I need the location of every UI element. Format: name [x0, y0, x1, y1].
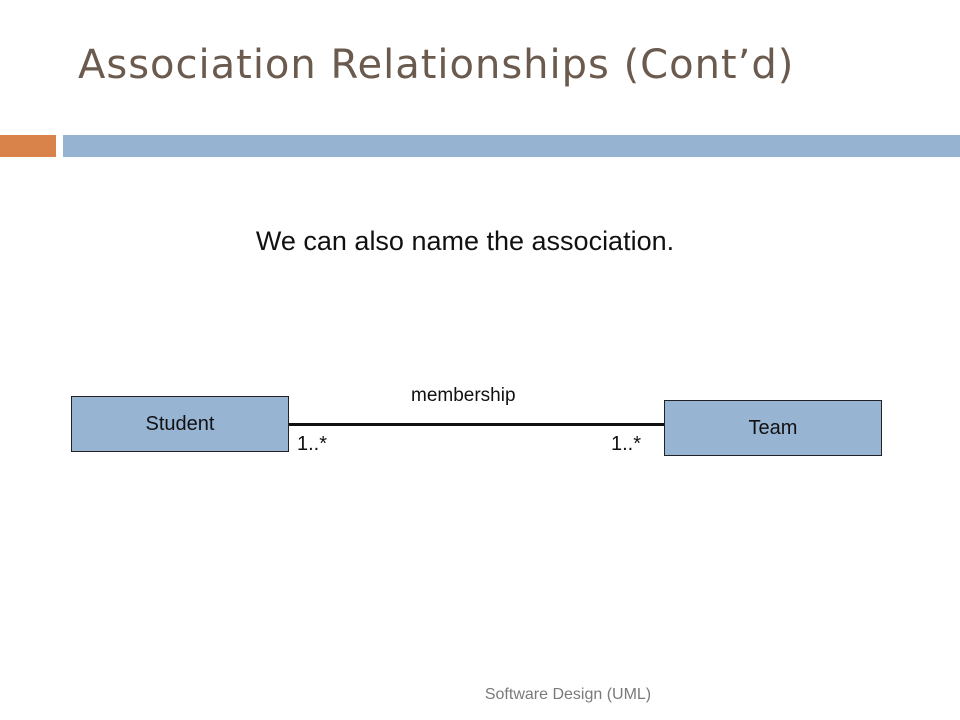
title-accent-bar — [0, 135, 56, 157]
slide-subtitle: We can also name the association. — [255, 226, 675, 256]
multiplicity-student: 1..* — [297, 433, 328, 455]
association-name: membership — [411, 385, 516, 406]
slide-title: Association Relationships (Cont’d) — [78, 42, 795, 88]
slide-footer: Software Design (UML) — [484, 686, 652, 703]
association-line — [289, 423, 664, 426]
uml-class-student-label: Student — [145, 412, 215, 435]
uml-class-student: Student — [71, 396, 289, 452]
title-divider-bar — [63, 135, 960, 157]
uml-class-team: Team — [664, 400, 882, 456]
multiplicity-team: 1..* — [611, 433, 642, 455]
uml-class-team-label: Team — [748, 416, 798, 439]
